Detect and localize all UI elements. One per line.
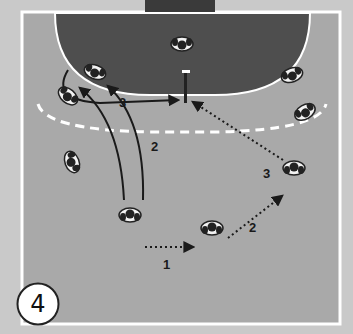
callout-number: 2 [150,140,159,153]
callout-number: 3 [262,167,271,180]
callout-number: 2 [248,221,257,234]
callout-number: 3 [118,96,127,109]
callout-number: 1 [162,258,171,271]
step-number: 4 [16,290,60,318]
step-number-circle: 4 [16,282,60,326]
